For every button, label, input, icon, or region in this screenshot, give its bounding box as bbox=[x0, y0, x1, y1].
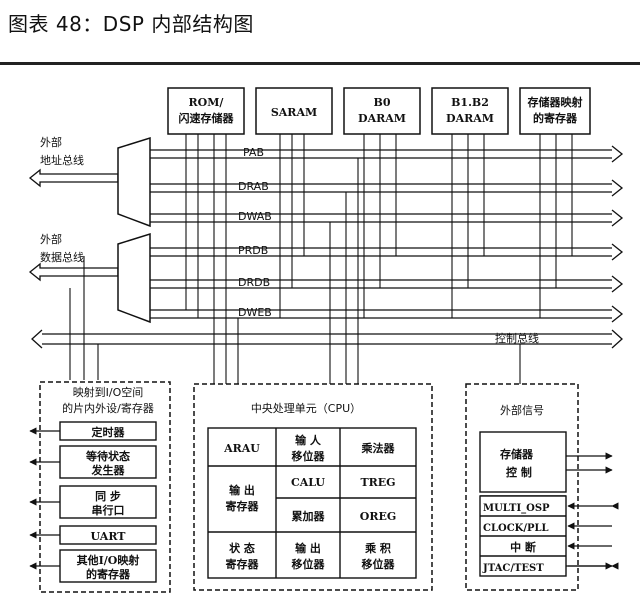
caption-divider bbox=[0, 62, 640, 65]
memory-blocks: ROM/ 闪速存储器 SARAM B0 DARAM B1.B2 DARAM 存储… bbox=[167, 87, 591, 135]
bus-label-dwab: DWAB bbox=[238, 210, 272, 223]
io-item-serial-2: 串行口 bbox=[92, 503, 125, 517]
io-item-timer: 定时器 bbox=[92, 425, 126, 439]
memory-block-mmr: 存储器映射 的寄存器 bbox=[519, 87, 591, 135]
cpu-output-shifter-2: 移位器 bbox=[292, 557, 326, 571]
memory-block-b1b2: B1.B2 DARAM bbox=[431, 87, 509, 135]
memory-connections bbox=[185, 134, 573, 318]
cpu-oreg: OREG bbox=[360, 510, 397, 523]
cpu-output-reg-1: 输 出 bbox=[229, 483, 255, 497]
ext-sig-memctl-1: 存储器 bbox=[500, 447, 534, 461]
bus-label-pab: PAB bbox=[243, 146, 264, 159]
io-item-uart: UART bbox=[91, 530, 127, 543]
b1b2-label-2: DARAM bbox=[446, 112, 494, 125]
rom-label-2: 闪速存储器 bbox=[179, 111, 235, 125]
b1b2-label-1: B1.B2 bbox=[451, 96, 489, 109]
io-item-serial-1: 同 步 bbox=[95, 489, 121, 503]
bus-labels: PAB DRAB DWAB PRDB DRDB DWEB 控制总线 bbox=[238, 146, 539, 345]
saram-label: SARAM bbox=[271, 106, 317, 119]
cpu-accumulator: 累加器 bbox=[292, 509, 326, 523]
cpu-multiplier: 乘法器 bbox=[361, 441, 396, 455]
bus-label-dweb: DWEB bbox=[238, 306, 272, 319]
address-mux bbox=[117, 136, 151, 228]
cpu-product-shifter-1: 乘 积 bbox=[364, 541, 391, 555]
io-item-wait-2: 发生器 bbox=[91, 463, 126, 477]
cpu-product-shifter-2: 移位器 bbox=[362, 557, 396, 571]
ext-signals-title: 外部信号 bbox=[500, 403, 544, 417]
io-item-other-box bbox=[59, 549, 157, 583]
bus-label-control: 控制总线 bbox=[495, 331, 539, 345]
cpu-input-shifter-1: 输 人 bbox=[295, 433, 322, 447]
b0-label-1: B0 bbox=[374, 96, 391, 109]
memory-block-rom: ROM/ 闪速存储器 bbox=[167, 87, 245, 135]
cpu-input-shifter-2: 移位器 bbox=[292, 449, 326, 463]
cpu-calu: CALU bbox=[291, 476, 325, 489]
b0-label-2: DARAM bbox=[358, 112, 406, 125]
bus-label-drdb: DRDB bbox=[238, 276, 270, 289]
rom-label-1: ROM/ bbox=[189, 96, 225, 109]
bus-label-prdb: PRDB bbox=[238, 244, 268, 257]
cpu-status-reg-2: 寄存器 bbox=[226, 557, 260, 571]
cpu-panel: 中央处理单元（CPU） ARAU 输 人 移位器 乘法器 输 出 寄存器 CAL… bbox=[193, 383, 433, 591]
memory-block-saram: SARAM bbox=[255, 87, 333, 135]
cpu-status-reg-1: 状 态 bbox=[229, 541, 255, 555]
ext-sig-jtag: JTAC/TEST bbox=[482, 563, 544, 574]
ext-address-label-2: 地址总线 bbox=[40, 153, 84, 167]
mmr-label-1: 存储器映射 bbox=[528, 95, 583, 109]
io-title-2: 的片内外设/寄存器 bbox=[62, 401, 154, 415]
io-item-wait-1: 等待状态 bbox=[85, 449, 130, 463]
cpu-title: 中央处理单元（CPU） bbox=[251, 402, 361, 415]
mmr-label-2: 的寄存器 bbox=[533, 111, 578, 125]
cpu-output-shifter-1: 输 出 bbox=[295, 541, 321, 555]
ext-data-label-1: 外部 bbox=[40, 232, 62, 246]
ext-sig-multi-osp: MULTI_OSP bbox=[483, 503, 550, 514]
data-mux bbox=[117, 232, 151, 324]
ext-data-label-2: 数据总线 bbox=[40, 250, 84, 264]
io-item-serial-box bbox=[59, 485, 157, 519]
multiplexers bbox=[117, 136, 151, 324]
internal-buses bbox=[31, 145, 624, 349]
panel-connections bbox=[69, 158, 521, 384]
io-item-other-1: 其他I/O映射 bbox=[77, 553, 140, 567]
memory-block-b0: B0 DARAM bbox=[343, 87, 421, 135]
ext-sig-memctl-2: 控 制 bbox=[506, 465, 532, 479]
io-panel: 映射到I/O空间 的片内外设/寄存器 定时器 等待状态 发生器 同 步 串行口 … bbox=[29, 381, 171, 593]
ext-signals-panel: 外部信号 存储器 控 制 MULTI_OSP CLOCK/PLL 中 断 JTA… bbox=[465, 383, 619, 591]
ext-sig-clock-pll: CLOCK/PLL bbox=[483, 523, 549, 534]
io-item-other-2: 的寄存器 bbox=[86, 567, 131, 581]
figure-caption: 图表 48：DSP 内部结构图 bbox=[8, 12, 254, 36]
ext-sig-interrupt: 中 断 bbox=[510, 540, 536, 554]
ext-address-label-1: 外部 bbox=[40, 135, 62, 149]
ext-address-arrow bbox=[28, 168, 119, 188]
cpu-arau: ARAU bbox=[223, 442, 260, 455]
ext-data-arrow bbox=[28, 262, 119, 282]
cpu-treg: TREG bbox=[360, 476, 395, 489]
io-title-1: 映射到I/O空间 bbox=[73, 385, 144, 399]
cpu-output-reg-2: 寄存器 bbox=[226, 499, 260, 513]
bus-label-drab: DRAB bbox=[238, 180, 269, 193]
